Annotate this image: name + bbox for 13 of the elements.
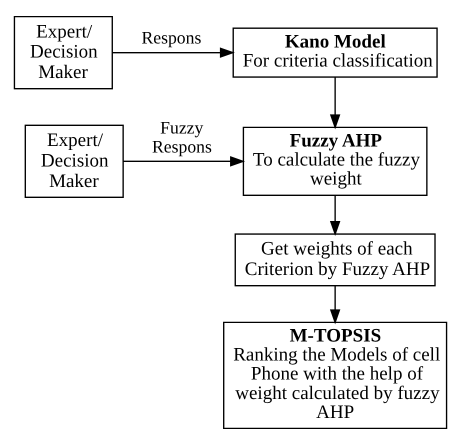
arrow <box>122 156 245 166</box>
edge-label: Fuzzy Respons <box>152 116 212 156</box>
node-box: Expert/ Decision Maker <box>13 15 112 89</box>
edge-label: Respons <box>140 27 201 48</box>
arrow <box>329 285 340 324</box>
node-box: Kano Model For criteria classification <box>232 27 438 78</box>
arrow <box>329 195 340 236</box>
node-box: M-TOPSIS Ranking the Models of cell Phone with the help of weight calculated by fuzzy AHP <box>222 321 447 429</box>
node-box: Fuzzy AHP To calculate the fuzzy weight <box>242 126 428 196</box>
node-box: Expert/ Decision Maker <box>24 124 124 198</box>
arrow <box>112 46 234 58</box>
node-box: Get weights of each Criterion by Fuzzy AHP <box>234 232 436 286</box>
arrow <box>329 77 340 129</box>
